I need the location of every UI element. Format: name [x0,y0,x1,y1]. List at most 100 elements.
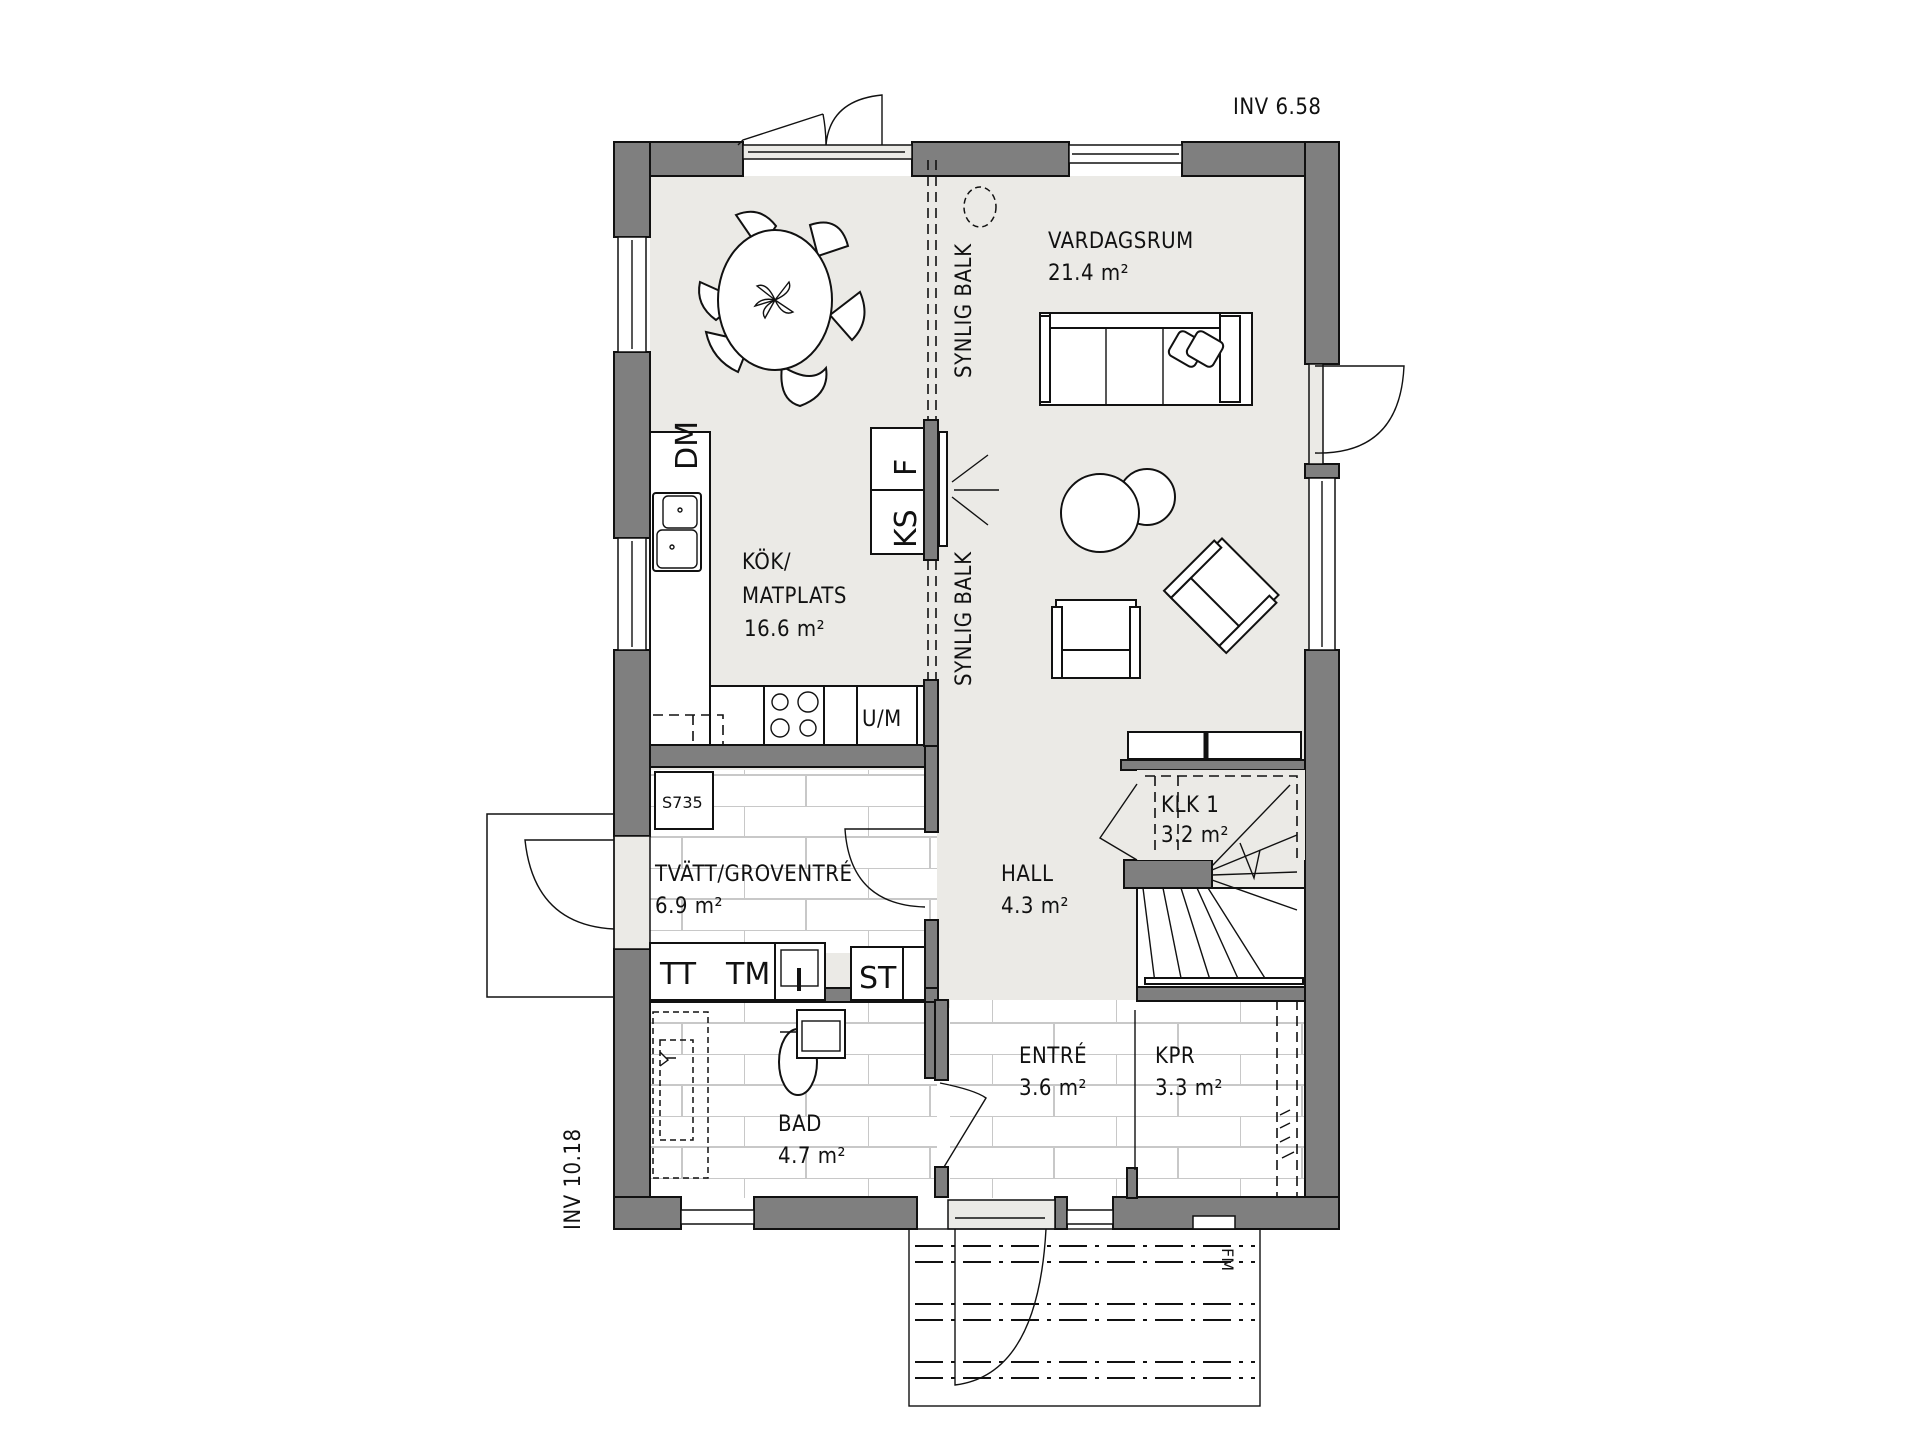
kitchen: DM U/M F KS [649,421,999,746]
sink [652,492,702,572]
room-name-hall: HALL [1001,862,1053,887]
outer-walls [613,141,1340,1230]
armchair-1 [1051,599,1141,679]
stair [1136,887,1306,988]
wall-entre-kpr-stub [1126,1167,1138,1199]
door-terrace-leaf-left [737,113,827,146]
room-area-vardagsrum: 21.4 m² [1048,261,1129,286]
um-label: U/M [862,707,902,732]
room-labels: VARDAGSRUM 21.4 m² KÖK/ MATPLATS 16.6 m²… [654,229,1229,1169]
fireplace-rays [951,454,999,526]
tt-tm-machines [649,942,776,1001]
plant-icon [753,280,795,320]
window-bottom-bad [680,1209,755,1225]
wall-left-3 [613,649,651,837]
sofa [1039,312,1253,406]
room-name-kok-2: MATPLATS [742,584,847,609]
room-name-entre: ENTRÉ [1019,1043,1087,1069]
room-area-klk: 3.2 m² [1161,823,1229,848]
wall-kitchen-tvatt [649,744,939,768]
door-left-landing [486,813,615,998]
stair-area [1099,731,1306,988]
kitchen-counter-left [649,431,711,746]
wall-top-mid [911,141,1070,177]
room-name-kpr: KPR [1155,1044,1195,1069]
room-area-kok: 16.6 m² [744,617,825,642]
hall-bench [1127,731,1302,760]
klk-door-swing [1099,783,1138,861]
living-furniture [963,186,1280,679]
klk-shelf-outline [1145,775,1298,858]
window-bottom-entre [1066,1209,1114,1225]
wall-bottom-3 [1054,1196,1068,1230]
tvatt-fixtures: S735 TT TM ST [649,771,926,1001]
dining-set [698,210,866,408]
door-bad [939,1082,987,1168]
wall-bad-entre [934,999,949,1081]
room-name-vardagsrum: VARDAGSRUM [1048,229,1194,254]
room-area-entre: 3.6 m² [1019,1076,1087,1101]
fireplace-hearth [938,431,948,547]
door-right-frame [1308,363,1324,465]
room-name-bad: BAD [778,1112,822,1137]
wall-right-2 [1304,463,1340,479]
room-area-tvatt: 6.9 m² [655,894,723,919]
level-marker-left: INV 10.18 [561,1128,586,1230]
fridge [870,427,925,491]
wall-tvatt-hall-upper [924,744,939,833]
coffee-table [1060,473,1140,553]
um-cabinet [856,685,918,746]
door-front-frame [947,1199,1056,1230]
door-terrace-leaf-right [825,94,883,146]
bath-sink [796,1009,846,1059]
wall-klk-top [1120,759,1306,771]
doors [486,94,1405,1386]
door-right-leaf [1314,365,1405,454]
wall-bottom-2 [753,1196,918,1230]
wall-stair-bottom [1136,986,1306,1002]
wall-right-3 [1304,649,1340,1230]
dm-label: DM [670,421,705,470]
door-left-leaf [524,839,615,930]
visible-beam: SYNLIG BALK SYNLIG BALK [927,160,977,686]
room-area-hall: 4.3 m² [1001,894,1069,919]
wall-right-1 [1304,141,1340,365]
kpr-shelves [1276,1000,1298,1197]
armchair-2 [1162,537,1280,655]
windows [617,144,1336,1230]
tt-label: TT [659,957,697,992]
s735-label: S735 [662,793,703,812]
wall-bottom-1 [613,1196,682,1230]
lamp-icon [963,186,997,228]
freezer [870,489,925,555]
entrance-steps: FM [908,1228,1261,1407]
floor-klk [1137,770,1305,860]
beam-label-upper: SYNLIG BALK [952,243,977,378]
beam-label-lower: SYNLIG BALK [952,551,977,686]
s735-cabinet [654,771,714,830]
door-left-frame [613,835,651,950]
ks-label: KS [889,509,924,548]
door-tvatt-hall [844,828,926,908]
steps-outline [908,1228,1261,1407]
wall-left-2 [613,351,651,539]
dishwasher-outline [653,714,724,745]
vent-fm [1192,1215,1236,1230]
f-label: F [889,459,924,476]
room-name-klk: KLK 1 [1161,793,1219,818]
fm-label: FM [1218,1248,1237,1271]
room-name-tvatt: TVÄTT/GROVENTRÉ [654,861,852,887]
room-area-kpr: 3.3 m² [1155,1076,1223,1101]
room-area-bad: 4.7 m² [778,1144,846,1169]
st-label: ST [859,961,897,996]
wall-fridge-column [923,419,939,561]
bath-fixtures [652,1009,846,1179]
level-marker-top: INV 6.58 [1233,95,1322,120]
wall-um-column [923,679,939,747]
st-cabinet [850,946,904,1001]
floor-entre-tiles [950,1000,1313,1198]
wall-stair-landing [1123,859,1213,889]
room-name-kok-1: KÖK/ [742,549,791,575]
wall-left-1 [613,141,651,238]
